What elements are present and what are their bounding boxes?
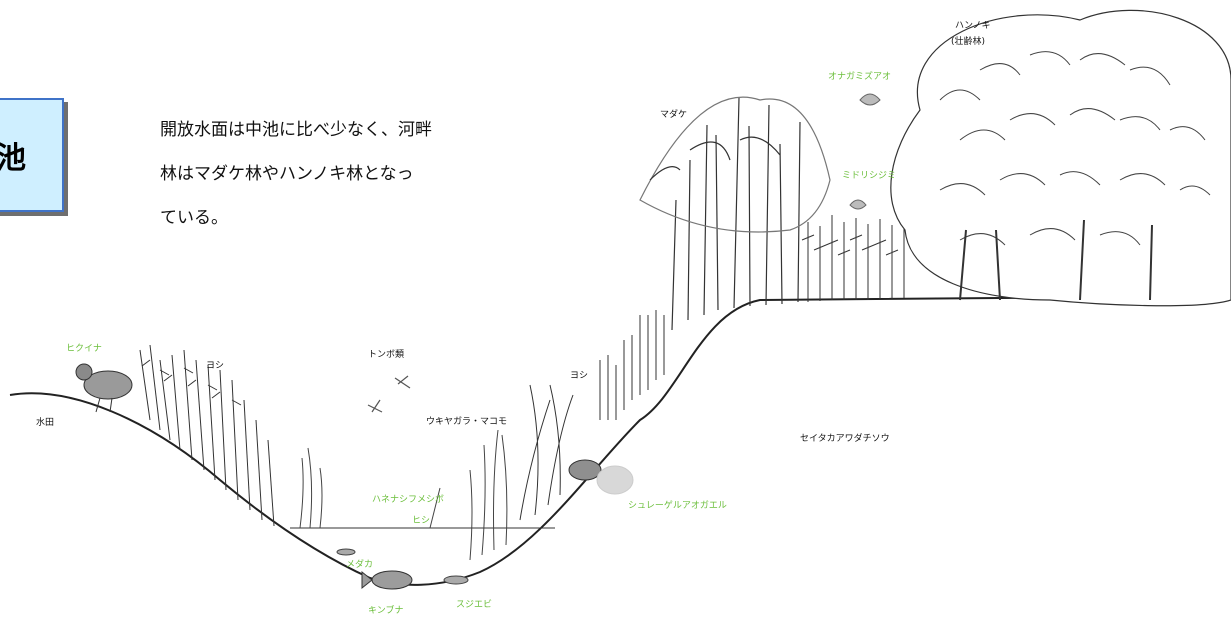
label-yoshi-right: ヨシ xyxy=(570,371,588,381)
reeds-right xyxy=(519,310,665,521)
moth-illustration xyxy=(849,93,881,210)
label-medaka: メダカ xyxy=(346,558,373,570)
fish-illustration xyxy=(336,548,469,590)
description-line-1: 開放水面は中池に比べ少なく、河畔 xyxy=(160,120,432,140)
label-tonbo: トンボ類 xyxy=(368,349,404,360)
sapling-row xyxy=(801,215,905,302)
description-line-3: ている。 xyxy=(160,208,228,228)
bamboo-grove xyxy=(639,96,831,331)
title-text: 池 xyxy=(0,141,26,176)
alder-tree xyxy=(890,9,1231,307)
label-madake: マダケ xyxy=(660,108,687,120)
title-box: 池 xyxy=(0,98,64,212)
label-hannoki: ハンノキ xyxy=(955,21,991,31)
reeds-left xyxy=(139,344,275,527)
bird-illustration xyxy=(75,363,133,413)
label-hishi: ヒシ xyxy=(412,515,430,526)
description-line-2: 林はマダケ林やハンノキ林となっ xyxy=(160,164,414,184)
label-midorishijimi: ミドリシジミ xyxy=(842,171,896,181)
aquatic-plants xyxy=(299,429,508,561)
description: 開放水面は中池に比べ少なく、河畔 林はマダケ林やハンノキ林となっ ている。 xyxy=(160,108,555,240)
label-kinbuna: キンブナ xyxy=(368,604,403,616)
label-shurezaru: シュレーゲルアオガエル xyxy=(628,499,727,511)
label-sujiebi: スジエビ xyxy=(456,599,492,610)
label-suiden: 水田 xyxy=(36,416,54,428)
label-yoshi-left: ヨシ xyxy=(206,361,224,371)
label-ukiyagara: ウキヤガラ・マコモ xyxy=(426,416,507,427)
ground-profile xyxy=(9,295,1231,586)
dragonfly-illustration xyxy=(367,375,411,413)
label-seitaka: セイタカアワダチソウ xyxy=(800,432,890,444)
label-hannoki-sub: (壮齢林) xyxy=(951,35,985,47)
label-haguro: ハネナシフメシボ xyxy=(372,494,444,505)
frog-illustration xyxy=(568,459,634,495)
label-hidokina: ヒクイナ xyxy=(66,343,102,354)
label-onagaesuzume: オナガミズアオ xyxy=(828,70,891,82)
